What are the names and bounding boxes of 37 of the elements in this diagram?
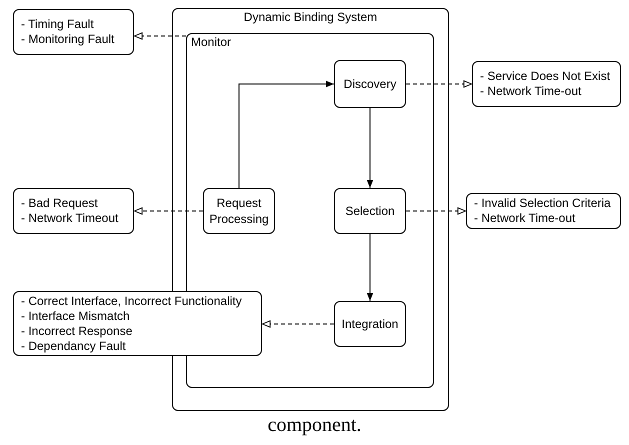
box-label: Selection — [345, 203, 395, 219]
frame-title: Monitor — [191, 35, 232, 49]
fault-list-box — [466, 193, 621, 229]
list-item: - Network Timeout — [21, 211, 120, 226]
list-item: - Monitoring Fault — [21, 32, 116, 47]
list-item: - Dependancy Fault — [21, 338, 127, 354]
arrow — [406, 207, 466, 215]
list-item: - Service Does Not Exist — [480, 69, 612, 84]
fault-list-box — [13, 9, 134, 55]
box-label: Request Processing — [208, 195, 270, 227]
arrow — [134, 207, 204, 215]
arrow — [366, 234, 374, 302]
system-frame — [172, 8, 449, 411]
fault-list-box — [472, 61, 621, 107]
process-box — [334, 60, 406, 108]
fault-list-box — [13, 291, 262, 356]
arrow — [134, 32, 186, 40]
process-box — [203, 188, 275, 234]
list-item: - Incorrect Response — [21, 324, 134, 338]
list-item: - Timing Fault — [21, 17, 95, 32]
arrow — [366, 108, 374, 188]
frame-title: Dynamic Binding System — [242, 10, 378, 24]
box-label: Discovery — [344, 76, 396, 92]
list-item: - Bad Request — [21, 196, 99, 211]
list-item: - Network Time-out — [480, 84, 582, 99]
list-item: - Interface Mismatch — [21, 308, 131, 324]
process-box — [334, 301, 406, 347]
list-item: - Invalid Selection Criteria — [474, 196, 612, 211]
list-item: - Correct Interface, Incorrect Functionality — [21, 294, 243, 308]
caption: component. — [266, 413, 362, 438]
fault-list-box — [13, 188, 134, 234]
process-box — [334, 188, 406, 234]
arrow — [262, 320, 334, 328]
arrow — [406, 80, 472, 88]
box-label: Integration — [342, 316, 398, 332]
arrow — [238, 80, 334, 188]
list-item: - Network Time-out — [474, 211, 576, 226]
